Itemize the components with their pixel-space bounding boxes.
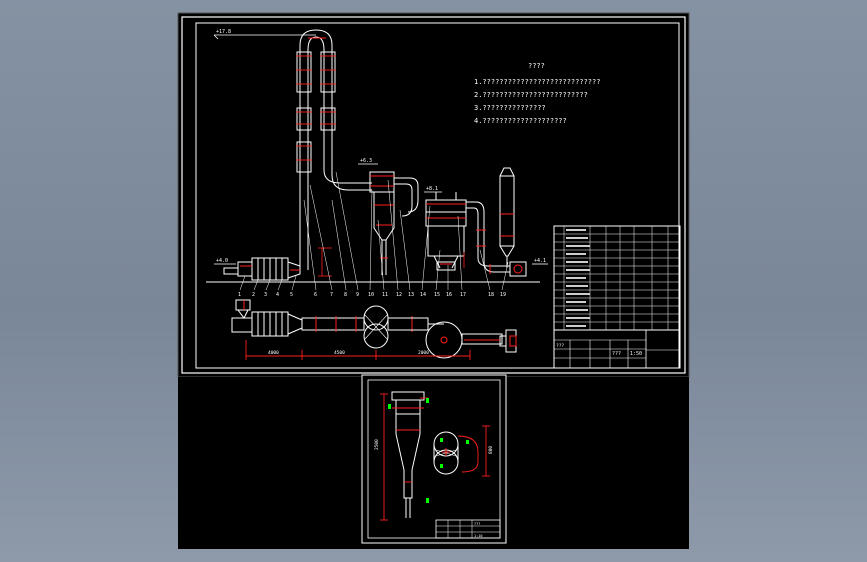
plan-dimension-line: 4000 4500 2000 <box>245 340 471 360</box>
title-main-label: ??? <box>612 351 621 357</box>
dimension-run-a: 4000 <box>268 350 279 356</box>
table-cell-hatch <box>566 269 590 271</box>
part-number: 18 <box>488 292 494 298</box>
table-cell-hatch <box>566 293 590 295</box>
table-cell-hatch <box>566 301 586 303</box>
table-cell-hatch <box>566 277 586 279</box>
detail-height-dimension: 2500 <box>374 439 380 450</box>
part-number: 17 <box>460 292 466 298</box>
part-number: 8 <box>344 292 347 298</box>
main-sheet <box>177 12 690 378</box>
bag-filter <box>425 192 467 271</box>
note-line-1: 1.???????????????????????????? <box>474 78 600 86</box>
dimension-run-b: 4500 <box>334 350 345 356</box>
parts-list-table <box>553 225 681 331</box>
elevation-top-left: +17.8 <box>216 29 231 35</box>
part-number: 10 <box>368 292 374 298</box>
title-sheet-label: ??? <box>556 343 564 349</box>
table-cell-hatch <box>566 237 588 239</box>
dimension-run-c: 2000 <box>418 350 429 356</box>
table-cell-hatch <box>566 309 588 311</box>
riser-duct <box>299 29 372 270</box>
inner-frame <box>195 22 680 369</box>
elevation-marks: +17.8 +6.3 +8.1 +4.1 +4.0 <box>213 29 548 265</box>
part-number: 14 <box>420 292 426 298</box>
part-number: 2 <box>252 292 255 298</box>
exhaust-stack <box>499 167 515 268</box>
notes-title: ???? <box>528 62 545 70</box>
cyclone-separator <box>369 171 395 275</box>
elevation-left-low: +4.0 <box>216 258 228 264</box>
table-cell-hatch <box>566 245 590 247</box>
outer-frame <box>181 16 686 374</box>
table-cell-hatch <box>566 325 586 327</box>
detail-width-dimension: 800 <box>488 446 494 454</box>
table-cell-hatch <box>566 261 588 263</box>
table-cell-hatch <box>566 317 590 319</box>
riser-sections <box>296 51 336 173</box>
note-line-4: 4.???????????????????? <box>474 117 567 125</box>
leader-lines <box>239 171 509 291</box>
title-scale: 1:50 <box>630 351 642 357</box>
detail-cyclone <box>380 391 429 521</box>
elevation-right-b: +4.1 <box>534 258 546 264</box>
detail-title-block: ??? 1:10 <box>435 519 501 539</box>
part-number: 7 <box>330 292 333 298</box>
elevation-mid-top: +6.3 <box>360 158 372 164</box>
part-number: 11 <box>382 292 388 298</box>
note-line-2: 2.????????????????????????? <box>474 91 588 99</box>
table-cell-hatch <box>566 285 588 287</box>
detail-scale: 1:10 <box>474 534 482 538</box>
process-flow <box>206 29 540 283</box>
part-number: 16 <box>446 292 452 298</box>
detail-label: ??? <box>474 522 480 526</box>
table-cell-hatch <box>566 253 586 255</box>
part-number: 4 <box>276 292 279 298</box>
part-number: 1 <box>238 292 241 298</box>
part-number: 12 <box>396 292 402 298</box>
note-line-3: 3.??????????????? <box>474 104 546 112</box>
part-number: 6 <box>314 292 317 298</box>
part-number: 3 <box>264 292 267 298</box>
feeder-dryer <box>223 257 301 281</box>
part-number: 15 <box>434 292 440 298</box>
part-number: 19 <box>500 292 506 298</box>
part-number: 13 <box>408 292 414 298</box>
elevation-right-a: +8.1 <box>426 186 438 192</box>
part-number: 5 <box>290 292 293 298</box>
table-cell-hatch <box>566 229 586 231</box>
title-block: ??? 1:50 ??? <box>553 329 681 369</box>
plan-view <box>231 299 517 359</box>
part-number: 9 <box>356 292 359 298</box>
technical-notes: ???? 1.???????????????????????????? 2.??… <box>474 62 600 125</box>
detail-top-view <box>433 425 490 477</box>
